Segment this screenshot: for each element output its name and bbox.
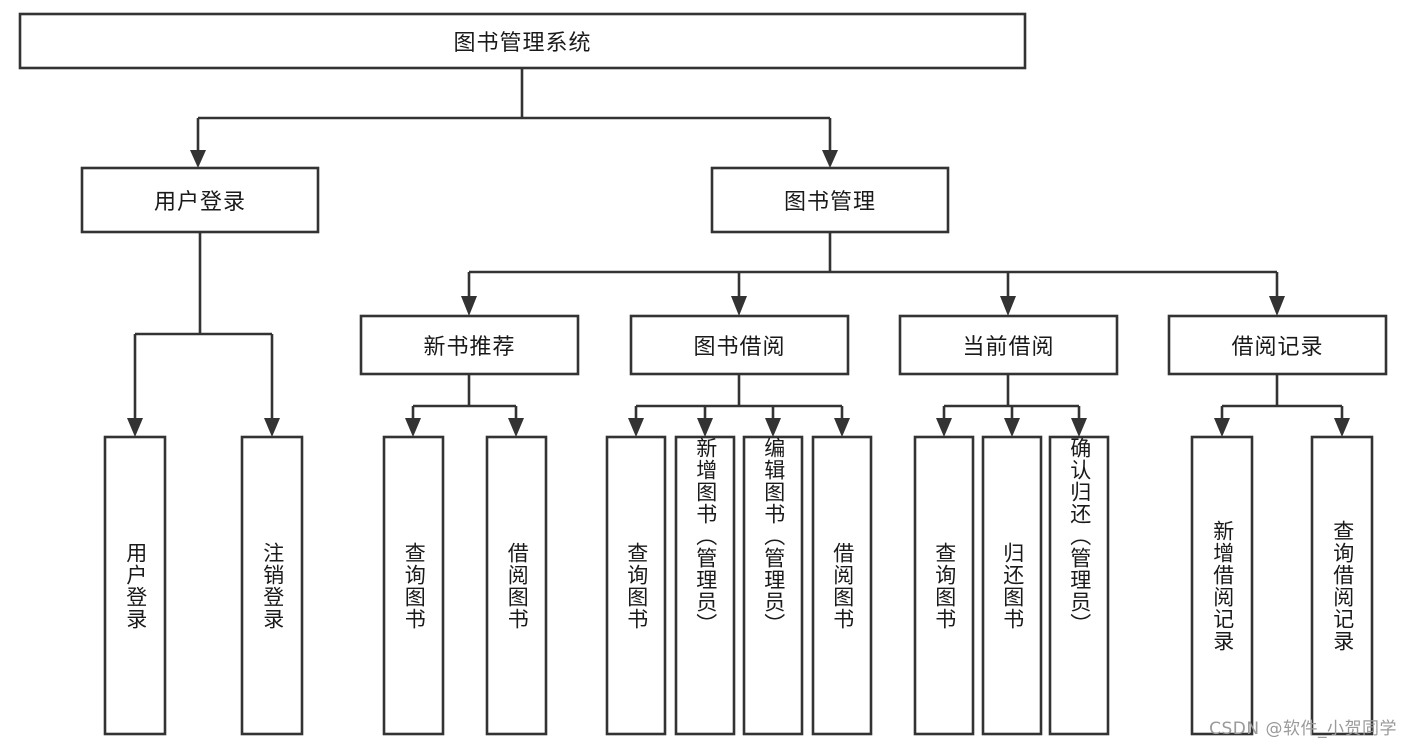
arrowhead-leaf-add-book: [697, 418, 713, 437]
arrowhead-new-book-rec: [461, 296, 477, 316]
arrowhead-leaf-borrow-book-2: [834, 418, 850, 437]
node-leaf-borrow-book-2-box[interactable]: [811, 435, 873, 736]
node-borrow-record-box[interactable]: [1167, 314, 1388, 376]
arrowhead-borrow-record: [1269, 296, 1285, 316]
node-leaf-user-login-box[interactable]: [103, 435, 167, 736]
arrowhead-book-manage: [822, 150, 838, 168]
node-user-login-box[interactable]: [80, 166, 320, 234]
node-leaf-edit-book-box[interactable]: [742, 435, 804, 736]
node-leaf-add-book-box[interactable]: [674, 435, 736, 736]
arrowhead-leaf-add-record: [1214, 418, 1230, 437]
node-leaf-add-record-box[interactable]: [1190, 435, 1254, 736]
arrowhead-book-borrow: [731, 296, 747, 316]
node-leaf-query-book-3-box[interactable]: [913, 435, 975, 736]
node-book-manage-box[interactable]: [710, 166, 950, 234]
node-new-book-rec-box[interactable]: [359, 314, 580, 376]
node-leaf-borrow-book-1-box[interactable]: [485, 435, 548, 736]
arrowhead-leaf-query-book-1: [405, 418, 421, 437]
arrowhead-leaf-edit-book: [765, 418, 781, 437]
node-leaf-query-book-1-box[interactable]: [382, 435, 445, 736]
arrowhead-leaf-return-book: [1004, 418, 1020, 437]
node-root-box[interactable]: [18, 12, 1027, 70]
node-leaf-query-record-box[interactable]: [1310, 435, 1374, 736]
arrowhead-user-login: [190, 150, 206, 168]
arrowhead-current-borrow: [1000, 296, 1016, 316]
node-book-borrow-box[interactable]: [629, 314, 850, 376]
arrowhead-leaf-confirm-return: [1071, 418, 1087, 437]
arrowhead-leaf-logout-login: [264, 418, 280, 437]
node-leaf-confirm-return-box[interactable]: [1048, 435, 1110, 736]
arrowhead-leaf-query-book-2: [628, 418, 644, 437]
arrowhead-leaf-query-book-3: [936, 418, 952, 437]
arrowhead-leaf-borrow-book-1: [508, 418, 524, 437]
arrowhead-leaf-user-login: [127, 418, 143, 437]
node-leaf-return-book-box[interactable]: [981, 435, 1043, 736]
arrowhead-leaf-query-record: [1334, 418, 1350, 437]
node-leaf-logout-login-box[interactable]: [240, 435, 304, 736]
node-leaf-query-book-2-box[interactable]: [605, 435, 667, 736]
node-current-borrow-box[interactable]: [898, 314, 1119, 376]
